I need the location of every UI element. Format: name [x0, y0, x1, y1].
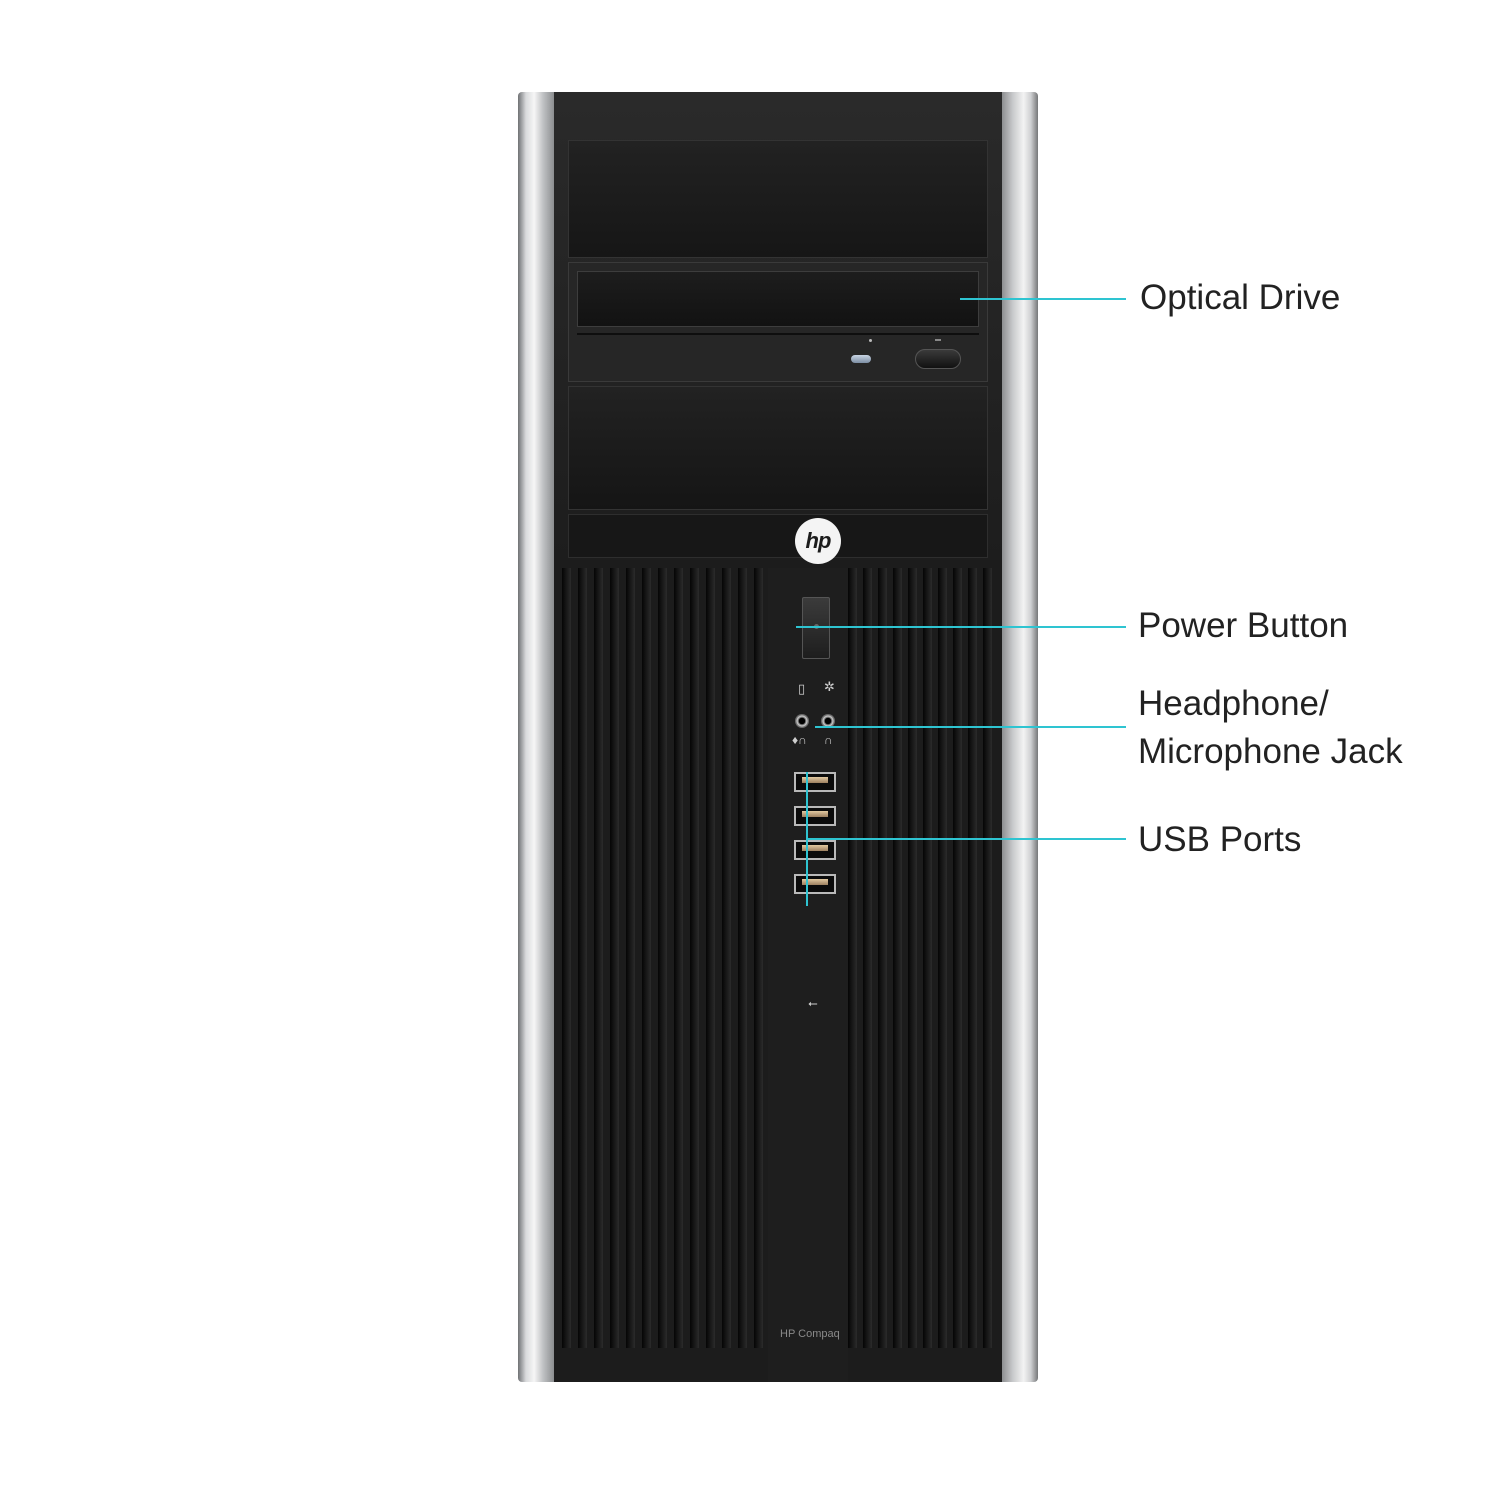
vent-slat — [722, 568, 731, 1348]
vent-slat — [863, 568, 872, 1348]
vent-slat — [953, 568, 962, 1348]
vent-slat — [738, 568, 747, 1348]
vent-slat — [594, 568, 603, 1348]
optical-drive[interactable] — [568, 262, 988, 382]
desktop-tower: hp ▯ ✲ ♦∩ ∩ ⭠ HP Compaq — [518, 92, 1038, 1382]
vent-slat — [562, 568, 571, 1348]
eject-button[interactable] — [915, 349, 961, 369]
left-silver-rail — [518, 92, 554, 1382]
optical-drive-label: Optical Drive — [1140, 278, 1341, 317]
brand-label: HP Compaq — [780, 1328, 840, 1340]
vent-slat — [610, 568, 619, 1348]
power-indicator-icon: ✲ — [824, 679, 835, 694]
vent-slat — [578, 568, 587, 1348]
usb-icon: ⭠ — [808, 996, 818, 1010]
vent-slat — [754, 568, 763, 1348]
vent-slat — [674, 568, 683, 1348]
headphone-icon: ∩ — [824, 733, 833, 747]
usb-port-2[interactable] — [794, 806, 836, 826]
upper-drive-bay-cover — [568, 140, 988, 258]
right-silver-rail — [1002, 92, 1038, 1382]
jack-leader — [815, 726, 1126, 728]
usb-port-contacts — [802, 777, 828, 783]
power-button-leader — [796, 626, 1126, 628]
power-button-label: Power Button — [1138, 606, 1349, 645]
tray-divider — [577, 333, 979, 335]
vent-slat — [848, 568, 857, 1348]
eject-symbol-icon — [935, 339, 941, 345]
vent-slat — [658, 568, 667, 1348]
front-panel: hp ▯ ✲ ♦∩ ∩ ⭠ HP Compaq — [554, 92, 1002, 1382]
slim-bay-cover — [568, 514, 988, 558]
headphone-label-line1: Headphone/ — [1138, 684, 1329, 723]
usb-port-contacts — [802, 879, 828, 885]
hp-logo-icon: hp — [795, 518, 841, 564]
headphone-jack[interactable] — [821, 714, 835, 728]
power-button[interactable] — [802, 597, 830, 659]
vent-slat — [706, 568, 715, 1348]
vent-slat — [626, 568, 635, 1348]
vent-slat — [893, 568, 902, 1348]
right-vent-grille — [848, 568, 996, 1348]
vent-slat — [878, 568, 887, 1348]
usb-port-4[interactable] — [794, 874, 836, 894]
drive-bezel: hp — [554, 92, 1002, 564]
vent-slat — [968, 568, 977, 1348]
vent-slat — [690, 568, 699, 1348]
microphone-jack[interactable] — [795, 714, 809, 728]
blank-drive-bay-cover — [568, 386, 988, 510]
hard-drive-activity-icon: ▯ — [798, 681, 806, 696]
optical-drive-leader — [960, 298, 1126, 300]
usb-port-contacts — [802, 845, 828, 851]
left-vent-grille — [562, 568, 768, 1348]
vent-slat — [983, 568, 992, 1348]
disc-tray — [577, 271, 979, 327]
vent-slat — [923, 568, 932, 1348]
usb-port-1[interactable] — [794, 772, 836, 792]
drive-indicator-dot — [869, 339, 872, 342]
usb-ports-label: USB Ports — [1138, 820, 1302, 859]
vent-slat — [938, 568, 947, 1348]
usb-port-contacts — [802, 811, 828, 817]
headphone-label-line2: Microphone Jack — [1138, 732, 1403, 771]
usb-leader — [806, 838, 1126, 840]
microphone-icon: ♦∩ — [792, 733, 807, 747]
vent-slat — [642, 568, 651, 1348]
vent-slat — [908, 568, 917, 1348]
drive-activity-led — [851, 355, 871, 363]
io-strip — [768, 568, 848, 1382]
usb-port-3[interactable] — [794, 840, 836, 860]
